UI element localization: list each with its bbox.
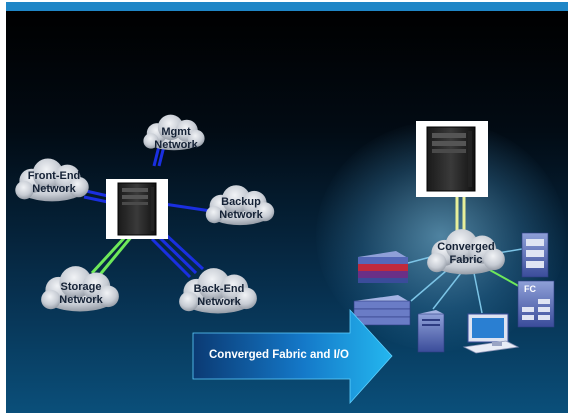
fc-storage-icon (517, 280, 555, 328)
backup-network-cloud (205, 185, 275, 226)
back-end-link (150, 231, 205, 279)
storage-link (90, 234, 134, 278)
server-tower-right (416, 121, 488, 197)
arrow-caption: Converged Fabric and I/O (209, 349, 349, 361)
front-end-link (83, 189, 109, 204)
title-banner (6, 2, 568, 11)
back-end-network-cloud (179, 268, 257, 314)
network-diagram (15, 114, 555, 405)
workstation-icon (462, 313, 520, 354)
converged-fabric-arrow (192, 308, 393, 405)
front-end-network-cloud (15, 158, 89, 202)
storage-array-icon (521, 232, 549, 278)
switch-stack-icon (358, 251, 408, 283)
tower-pc-icon (417, 310, 445, 353)
backup-link (163, 202, 212, 213)
rack-server-stack-icon (353, 295, 411, 326)
mgmt-network-cloud (143, 114, 205, 151)
diagram-stage: Mgmt Network Front-End Network Backup Ne… (6, 11, 568, 413)
storage-network-cloud (41, 266, 119, 312)
server-tower-left (106, 179, 168, 239)
fabric-uplink (455, 197, 466, 233)
converged-fabric-cloud (427, 229, 505, 275)
